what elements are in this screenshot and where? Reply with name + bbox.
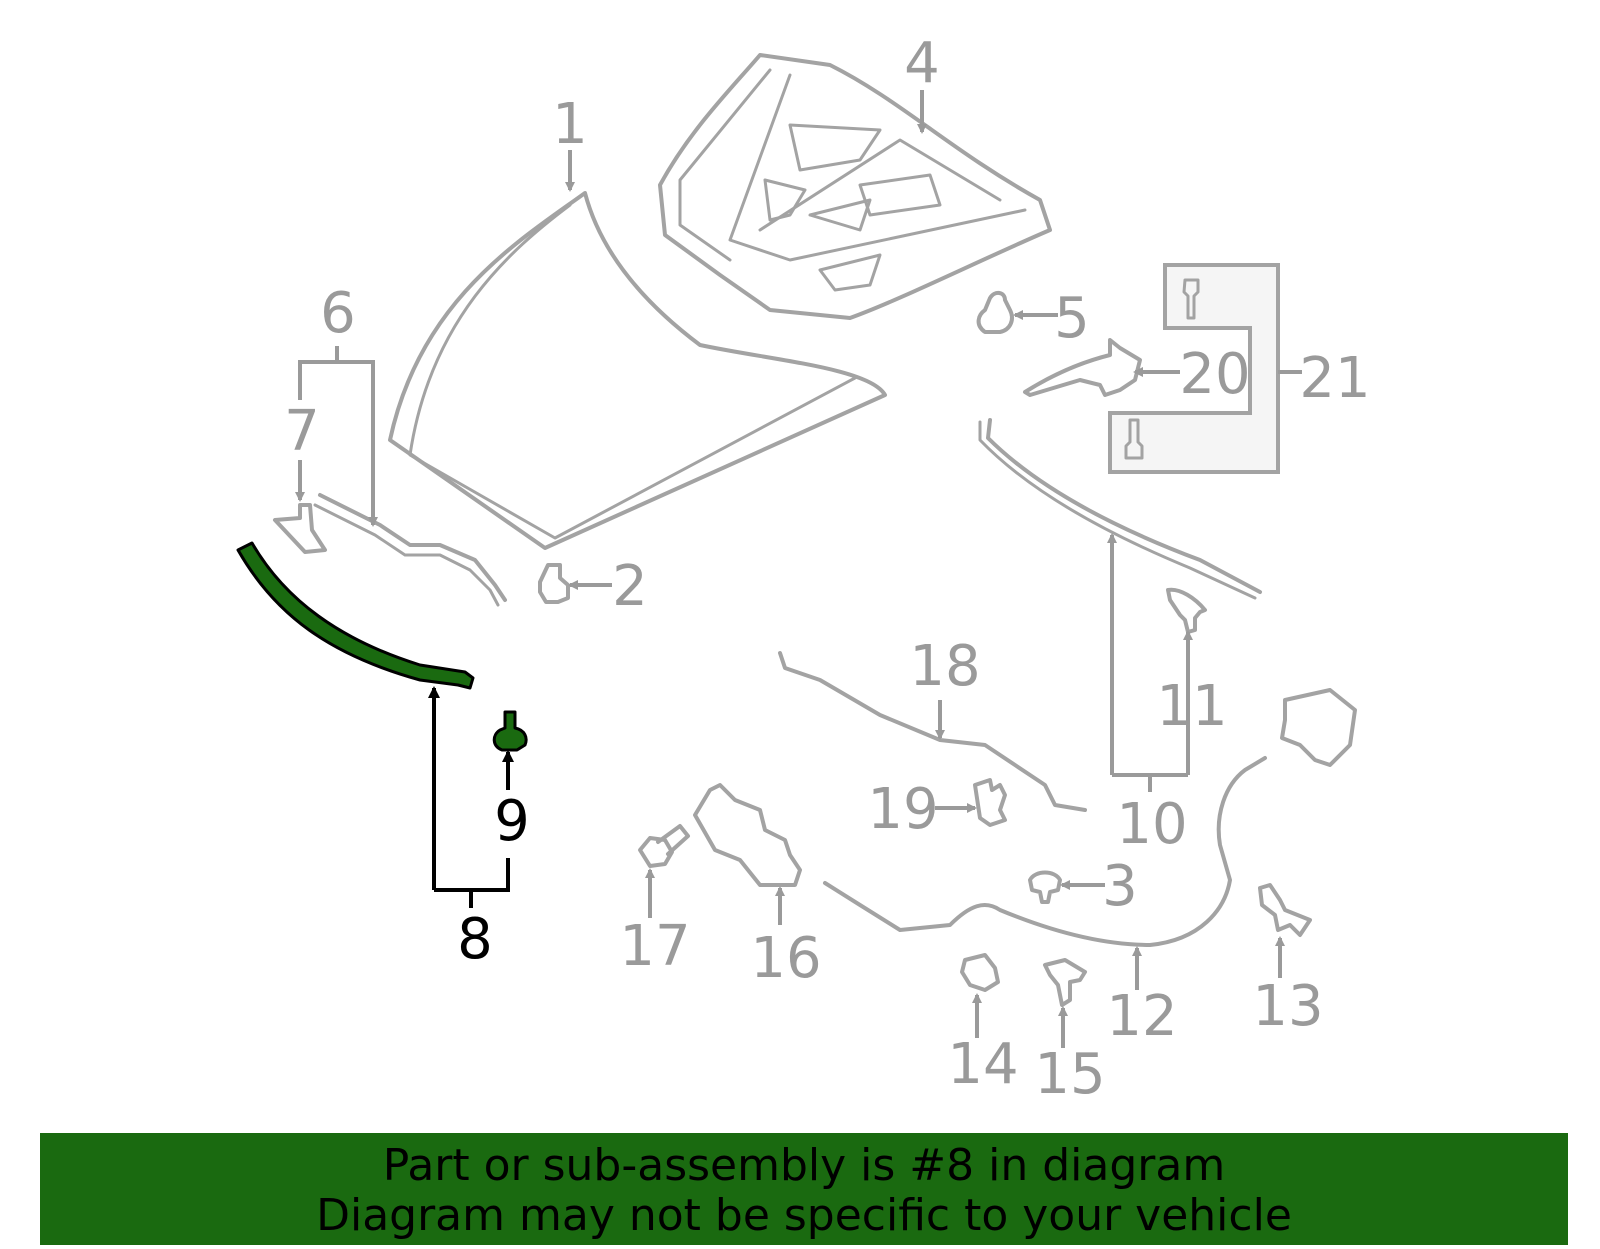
bolt-17-part[interactable] <box>638 824 690 868</box>
clip-15-part[interactable] <box>1043 958 1087 1007</box>
callout-6: 6 <box>320 281 356 346</box>
callout-10: 10 <box>1116 792 1187 857</box>
banner-line-part-number: Part or sub-assembly is #8 in diagram <box>382 1140 1226 1191</box>
callout-2: 2 <box>612 554 648 619</box>
clip-11-part[interactable] <box>1166 587 1207 634</box>
callout-4: 4 <box>904 31 940 96</box>
callout-7: 7 <box>284 399 320 464</box>
callout-11: 11 <box>1156 674 1227 739</box>
callout-9: 9 <box>494 789 530 854</box>
release-cable-18-part[interactable] <box>778 651 1087 812</box>
hood-insulator-part[interactable] <box>658 53 1052 320</box>
callout-3: 3 <box>1102 854 1138 919</box>
info-banner: Part or sub-assembly is #8 in diagram Di… <box>40 1133 1568 1245</box>
callout-18: 18 <box>909 634 980 699</box>
leader-lines <box>295 90 1302 1048</box>
bumper-5-part[interactable] <box>976 291 1014 334</box>
callout-8: 8 <box>457 907 493 972</box>
callout-15: 15 <box>1034 1042 1105 1107</box>
clip-9-part[interactable] <box>492 710 528 752</box>
left-seal-part[interactable] <box>313 493 507 607</box>
callout-labels: 1 4 6 7 2 5 20 21 11 18 19 10 3 17 16 12… <box>284 31 1370 1107</box>
hood-seal-8-part[interactable] <box>236 541 475 690</box>
callout-17: 17 <box>619 914 690 979</box>
clip-7-part[interactable] <box>273 503 327 554</box>
latch-16-part[interactable] <box>693 783 802 887</box>
callout-21: 21 <box>1299 346 1370 411</box>
callout-12: 12 <box>1106 984 1177 1049</box>
callout-14: 14 <box>947 1032 1018 1097</box>
callout-1: 1 <box>552 92 588 157</box>
front-seal-10-part[interactable] <box>978 418 1262 600</box>
bumper-2-part[interactable] <box>538 563 570 604</box>
callout-16: 16 <box>750 926 821 991</box>
callout-19: 19 <box>867 777 938 842</box>
clip-14-part[interactable] <box>960 953 1000 992</box>
clip-13-part[interactable] <box>1258 883 1312 937</box>
latch-cable-12-part[interactable] <box>823 688 1357 947</box>
callout-20: 20 <box>1179 342 1250 407</box>
clip-19-part[interactable] <box>973 778 1007 827</box>
leader-lines-highlighted <box>428 686 514 908</box>
push-clip-3-part[interactable] <box>1028 870 1062 904</box>
hinge-20-part[interactable] <box>1023 338 1142 397</box>
banner-line-disclaimer: Diagram may not be specific to your vehi… <box>316 1190 1292 1241</box>
callout-5: 5 <box>1054 286 1090 351</box>
hinge-kit-21-part[interactable] <box>1108 263 1280 474</box>
callout-13: 13 <box>1252 974 1323 1039</box>
hood-panel-part[interactable] <box>388 191 887 550</box>
